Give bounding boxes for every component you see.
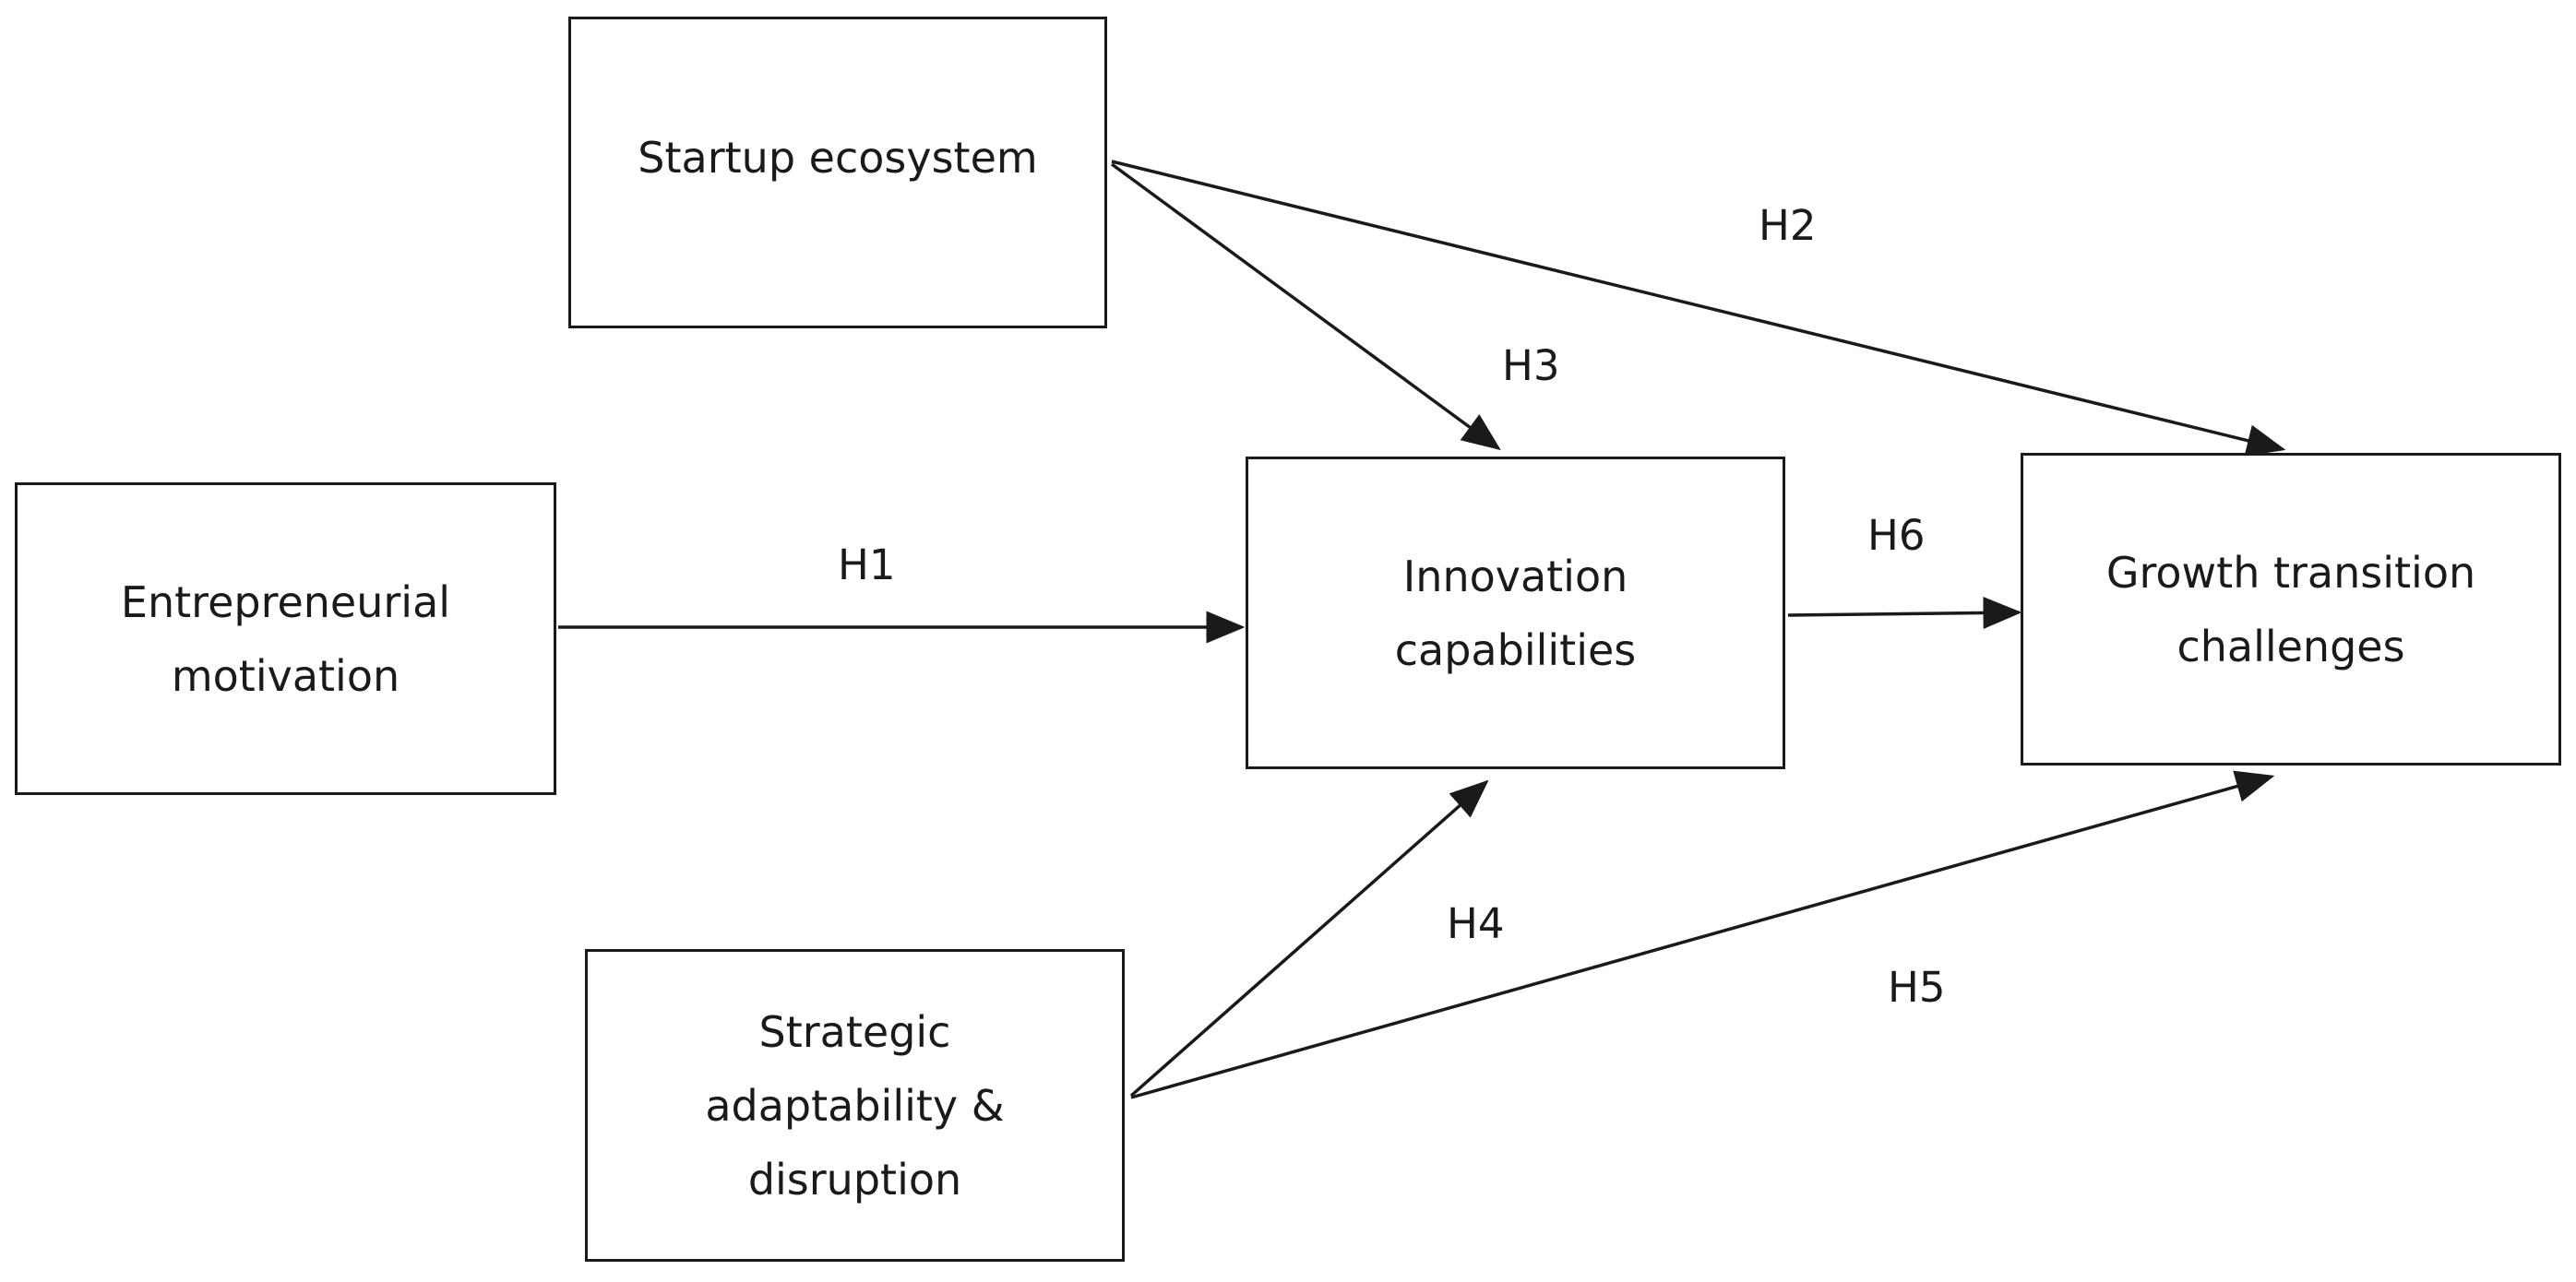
label-h1: H1 xyxy=(838,540,896,589)
label-h6: H6 xyxy=(1867,511,1926,560)
arrow-h6 xyxy=(1787,596,2022,629)
node-startup-ecosystem-label: Startup ecosystem xyxy=(638,133,1038,183)
node-growth-transition-challenges-label: Growth transition challenges xyxy=(2105,547,2476,671)
label-h2: H2 xyxy=(1759,201,1817,250)
arrow-h3 xyxy=(1110,162,1501,451)
arrow-h4 xyxy=(1129,779,1489,1098)
label-h4: H4 xyxy=(1447,899,1505,948)
node-strategic-adaptability: Strategic adaptability & disruption xyxy=(585,949,1125,1262)
node-strategic-adaptability-label: Strategic adaptability & disruption xyxy=(705,1006,1005,1205)
node-entrepreneurial-motivation: Entrepreneurial motivation xyxy=(15,482,556,795)
label-h3: H3 xyxy=(1502,341,1560,390)
node-innovation-capabilities: Innovation capabilities xyxy=(1246,457,1785,769)
arrow-h5 xyxy=(1130,770,2275,1099)
node-innovation-capabilities-label: Innovation capabilities xyxy=(1394,551,1637,675)
node-growth-transition-challenges: Growth transition challenges xyxy=(2021,453,2561,766)
arrow-h2 xyxy=(1111,160,2286,457)
label-h5: H5 xyxy=(1888,963,1946,1012)
node-startup-ecosystem: Startup ecosystem xyxy=(568,17,1107,328)
node-entrepreneurial-motivation-label: Entrepreneurial motivation xyxy=(120,576,451,701)
